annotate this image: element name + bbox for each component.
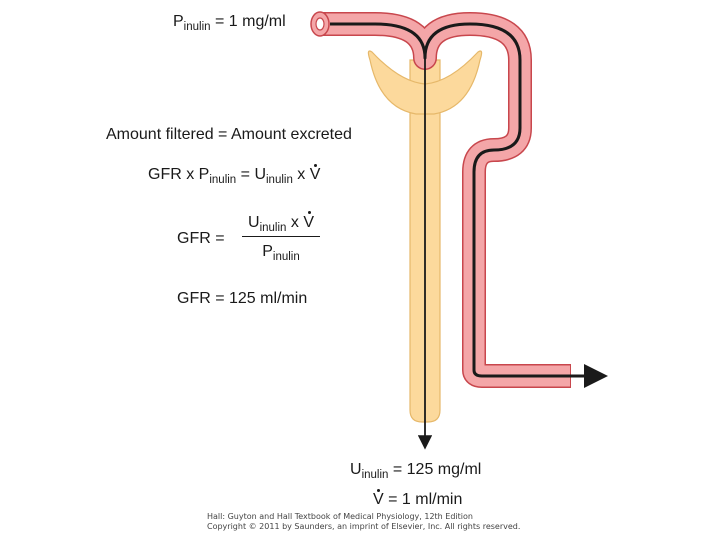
- amount-equation: Amount filtered = Amount excreted: [106, 127, 352, 143]
- gfr-fraction-lhs: GFR =: [177, 231, 225, 247]
- credit-line-2: Copyright © 2011 by Saunders, an imprint…: [207, 522, 520, 532]
- copyright-credit: Hall: Guyton and Hall Textbook of Medica…: [207, 512, 520, 532]
- gfr-value: GFR = 125 ml/min: [177, 291, 307, 307]
- p-inulin-label: Pinulin = 1 mg/ml: [173, 14, 286, 30]
- gfr-fraction-numerator: Uinulin x V: [242, 214, 320, 236]
- tubule: [311, 12, 571, 376]
- credit-line-1: Hall: Guyton and Hall Textbook of Medica…: [207, 512, 520, 522]
- u-inulin-label: Uinulin = 125 mg/ml: [350, 462, 481, 478]
- v-flow-label: V = 1 ml/min: [373, 492, 462, 508]
- gfr-equation: GFR x Pinulin = Uinulin x V: [148, 167, 320, 183]
- gfr-fraction: Uinulin x V Pinulin: [242, 214, 320, 261]
- gfr-fraction-denominator: Pinulin: [242, 237, 320, 261]
